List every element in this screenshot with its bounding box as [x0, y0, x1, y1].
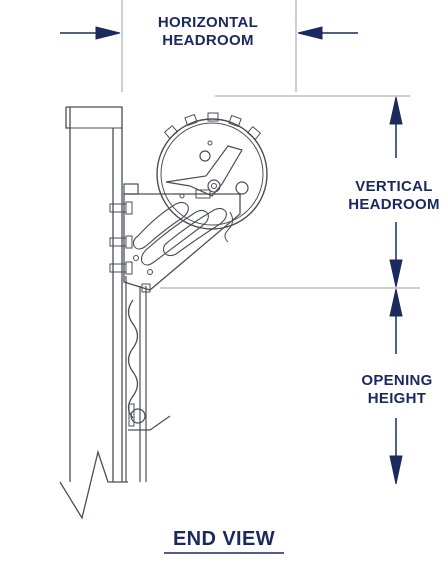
motor-drum-inner [160, 122, 264, 226]
drum-screw-1 [207, 140, 213, 146]
door-track [125, 276, 171, 482]
bracket-slot-2 [140, 209, 209, 266]
drum-side-knob [235, 181, 249, 195]
bottom-bracket [128, 415, 171, 431]
motor-drum-outer [156, 118, 268, 230]
opening-height-label-line1: OPENING [361, 372, 432, 389]
door-panel-profile [127, 299, 139, 419]
reference-lines [121, 0, 420, 289]
view-title-group: END VIEW [164, 528, 284, 554]
opening-height-bottom-arrow-head [389, 455, 403, 485]
opening-height-top-arrow-head [389, 288, 403, 317]
drum-cap-bolt [199, 150, 211, 162]
view-title: END VIEW [173, 528, 275, 550]
bracket-slots [132, 201, 227, 266]
opening-height-label-line2: HEIGHT [368, 390, 426, 407]
drum-center-hub [207, 179, 221, 193]
bolt-nut-2 [125, 235, 133, 249]
bracket-slot-1 [132, 201, 189, 250]
bracket-body [123, 193, 241, 291]
vertical-headroom-label-line1: VERTICAL [355, 178, 432, 195]
bracket-top-plate [123, 183, 139, 195]
vertical-headroom-label-line2: HEADROOM [348, 196, 440, 213]
drum-cable [224, 211, 234, 243]
drum-fin-4 [228, 114, 242, 128]
wall-top-cap-left [65, 107, 71, 129]
wall-jamb [59, 106, 128, 520]
wall-bolts [109, 201, 133, 275]
drum-fin-3 [207, 112, 219, 122]
operator-motor [156, 112, 268, 243]
horizontal-headroom-label-line2: HEADROOM [162, 32, 254, 49]
mounting-bracket [109, 183, 241, 293]
opening-height-dimension: OPENING HEIGHT [361, 288, 432, 485]
bracket-rivet-1 [133, 255, 139, 261]
bracket-slot-3 [162, 207, 227, 257]
drum-clamp-arm [165, 145, 243, 197]
horizontal-headroom-label-line1: HORIZONTAL [158, 14, 258, 31]
bracket-rivet-2 [147, 269, 153, 275]
drum-cooling-fins [163, 112, 262, 140]
horizontal-right-arrow-head [297, 26, 323, 40]
bottom-hinge [128, 403, 135, 427]
bottom-roller [130, 408, 146, 424]
wall-break-line [59, 449, 128, 520]
vertical-headroom-top-arrow-head [389, 96, 403, 125]
vertical-headroom-bottom-arrow-head [389, 259, 403, 288]
drum-fin-5 [246, 126, 262, 140]
drum-fin-2 [184, 113, 198, 127]
drum-hub-pin [211, 183, 217, 189]
track-clip [141, 283, 151, 293]
horizontal-left-arrow-head [95, 26, 121, 40]
bolt-nut-3 [125, 261, 133, 275]
wall-top-cap [66, 106, 123, 128]
drum-fin-1 [163, 125, 179, 139]
drum-screw-2 [179, 193, 185, 199]
horizontal-headroom-dimension: HORIZONTAL HEADROOM [60, 14, 358, 49]
drum-mount-block [195, 189, 211, 199]
vertical-headroom-dimension: VERTICAL HEADROOM [348, 96, 440, 288]
bolt-nut-1 [125, 201, 133, 215]
